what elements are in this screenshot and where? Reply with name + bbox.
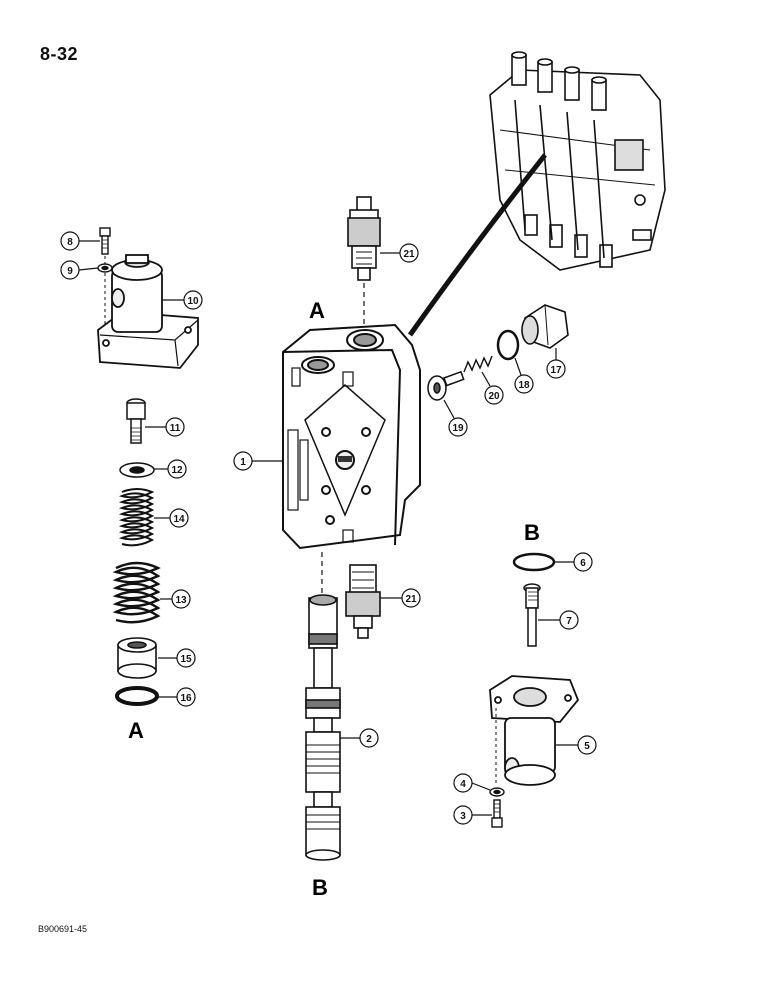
callout-5	[577, 735, 597, 755]
callout-10-label: 10	[187, 296, 199, 307]
o-ring-16	[115, 686, 159, 706]
callout-12-label: 12	[171, 465, 183, 476]
callout-21-upper-label: 21	[403, 249, 415, 260]
screw-8	[99, 227, 111, 255]
callout-12	[167, 459, 187, 479]
end-cap-10	[97, 254, 199, 369]
callout-4-label: 4	[460, 779, 466, 790]
callout-3-label: 3	[460, 811, 466, 822]
o-ring-18	[496, 329, 520, 361]
callout-21-lower-label: 21	[405, 594, 417, 605]
collar-15	[117, 637, 157, 679]
end-cap-5	[489, 675, 580, 786]
callout-17-label: 17	[550, 365, 562, 376]
callout-7-label: 7	[566, 616, 572, 627]
callout-15	[176, 648, 196, 668]
washer-12	[119, 462, 155, 478]
section-leader-line	[407, 153, 547, 337]
callout-18	[514, 374, 534, 394]
callout-20	[484, 385, 504, 405]
valve-section-body	[282, 323, 421, 550]
callout-3	[453, 805, 473, 825]
callout-21-upper	[399, 243, 419, 263]
spring-20	[463, 355, 493, 373]
callout-10	[183, 290, 203, 310]
callout-2-label: 2	[366, 734, 372, 745]
callout-13-label: 13	[175, 595, 187, 606]
callout-18-label: 18	[518, 380, 530, 391]
callout-5-label: 5	[584, 741, 590, 752]
callout-9	[60, 260, 80, 280]
callout-4	[453, 773, 473, 793]
bolt-11	[126, 398, 146, 444]
spool	[305, 594, 341, 861]
inner-spring-14	[118, 488, 155, 547]
callout-21-lower	[401, 588, 421, 608]
callout-7	[559, 610, 579, 630]
callout-8-label: 8	[67, 237, 73, 248]
bolt-7	[523, 583, 541, 647]
relief-valve-lower	[345, 564, 381, 639]
outer-spring-13	[112, 561, 161, 624]
washer-4	[489, 787, 505, 797]
callout-11-label: 11	[170, 423, 181, 434]
callout-2	[359, 728, 379, 748]
callout-1-label: 1	[240, 457, 246, 468]
callout-15-label: 15	[180, 654, 192, 665]
page-number: 8-32	[40, 44, 79, 64]
callout-6	[573, 552, 593, 572]
figure-id: B900691-45	[38, 924, 88, 934]
callout-9-label: 9	[67, 266, 73, 277]
callout-1	[233, 451, 253, 471]
callout-6-label: 6	[580, 558, 586, 569]
callout-14	[169, 508, 189, 528]
plug-17	[521, 304, 569, 349]
washer-9	[97, 263, 113, 273]
callout-16-label: 16	[180, 693, 192, 704]
callout-20-label: 20	[488, 391, 500, 402]
callouts: 1 2 3 4 5 6 7	[60, 231, 597, 825]
section-letter-b-bottom: B	[312, 875, 328, 900]
callout-14-label: 14	[173, 514, 185, 525]
callout-17	[546, 359, 566, 379]
section-letter-a-bottom: A	[128, 718, 144, 743]
callout-19-label: 19	[452, 423, 464, 434]
relief-valve-upper	[347, 196, 381, 281]
valve-bank-assembly	[489, 51, 666, 271]
section-letter-b-top: B	[524, 520, 540, 545]
poppet-19	[427, 370, 465, 401]
callout-11	[165, 417, 185, 437]
callout-16	[176, 687, 196, 707]
callout-13	[171, 589, 191, 609]
callout-8	[60, 231, 80, 251]
callout-19	[448, 417, 468, 437]
o-ring-6	[512, 552, 556, 572]
screw-3	[491, 799, 503, 828]
section-letter-a-top: A	[309, 298, 325, 323]
